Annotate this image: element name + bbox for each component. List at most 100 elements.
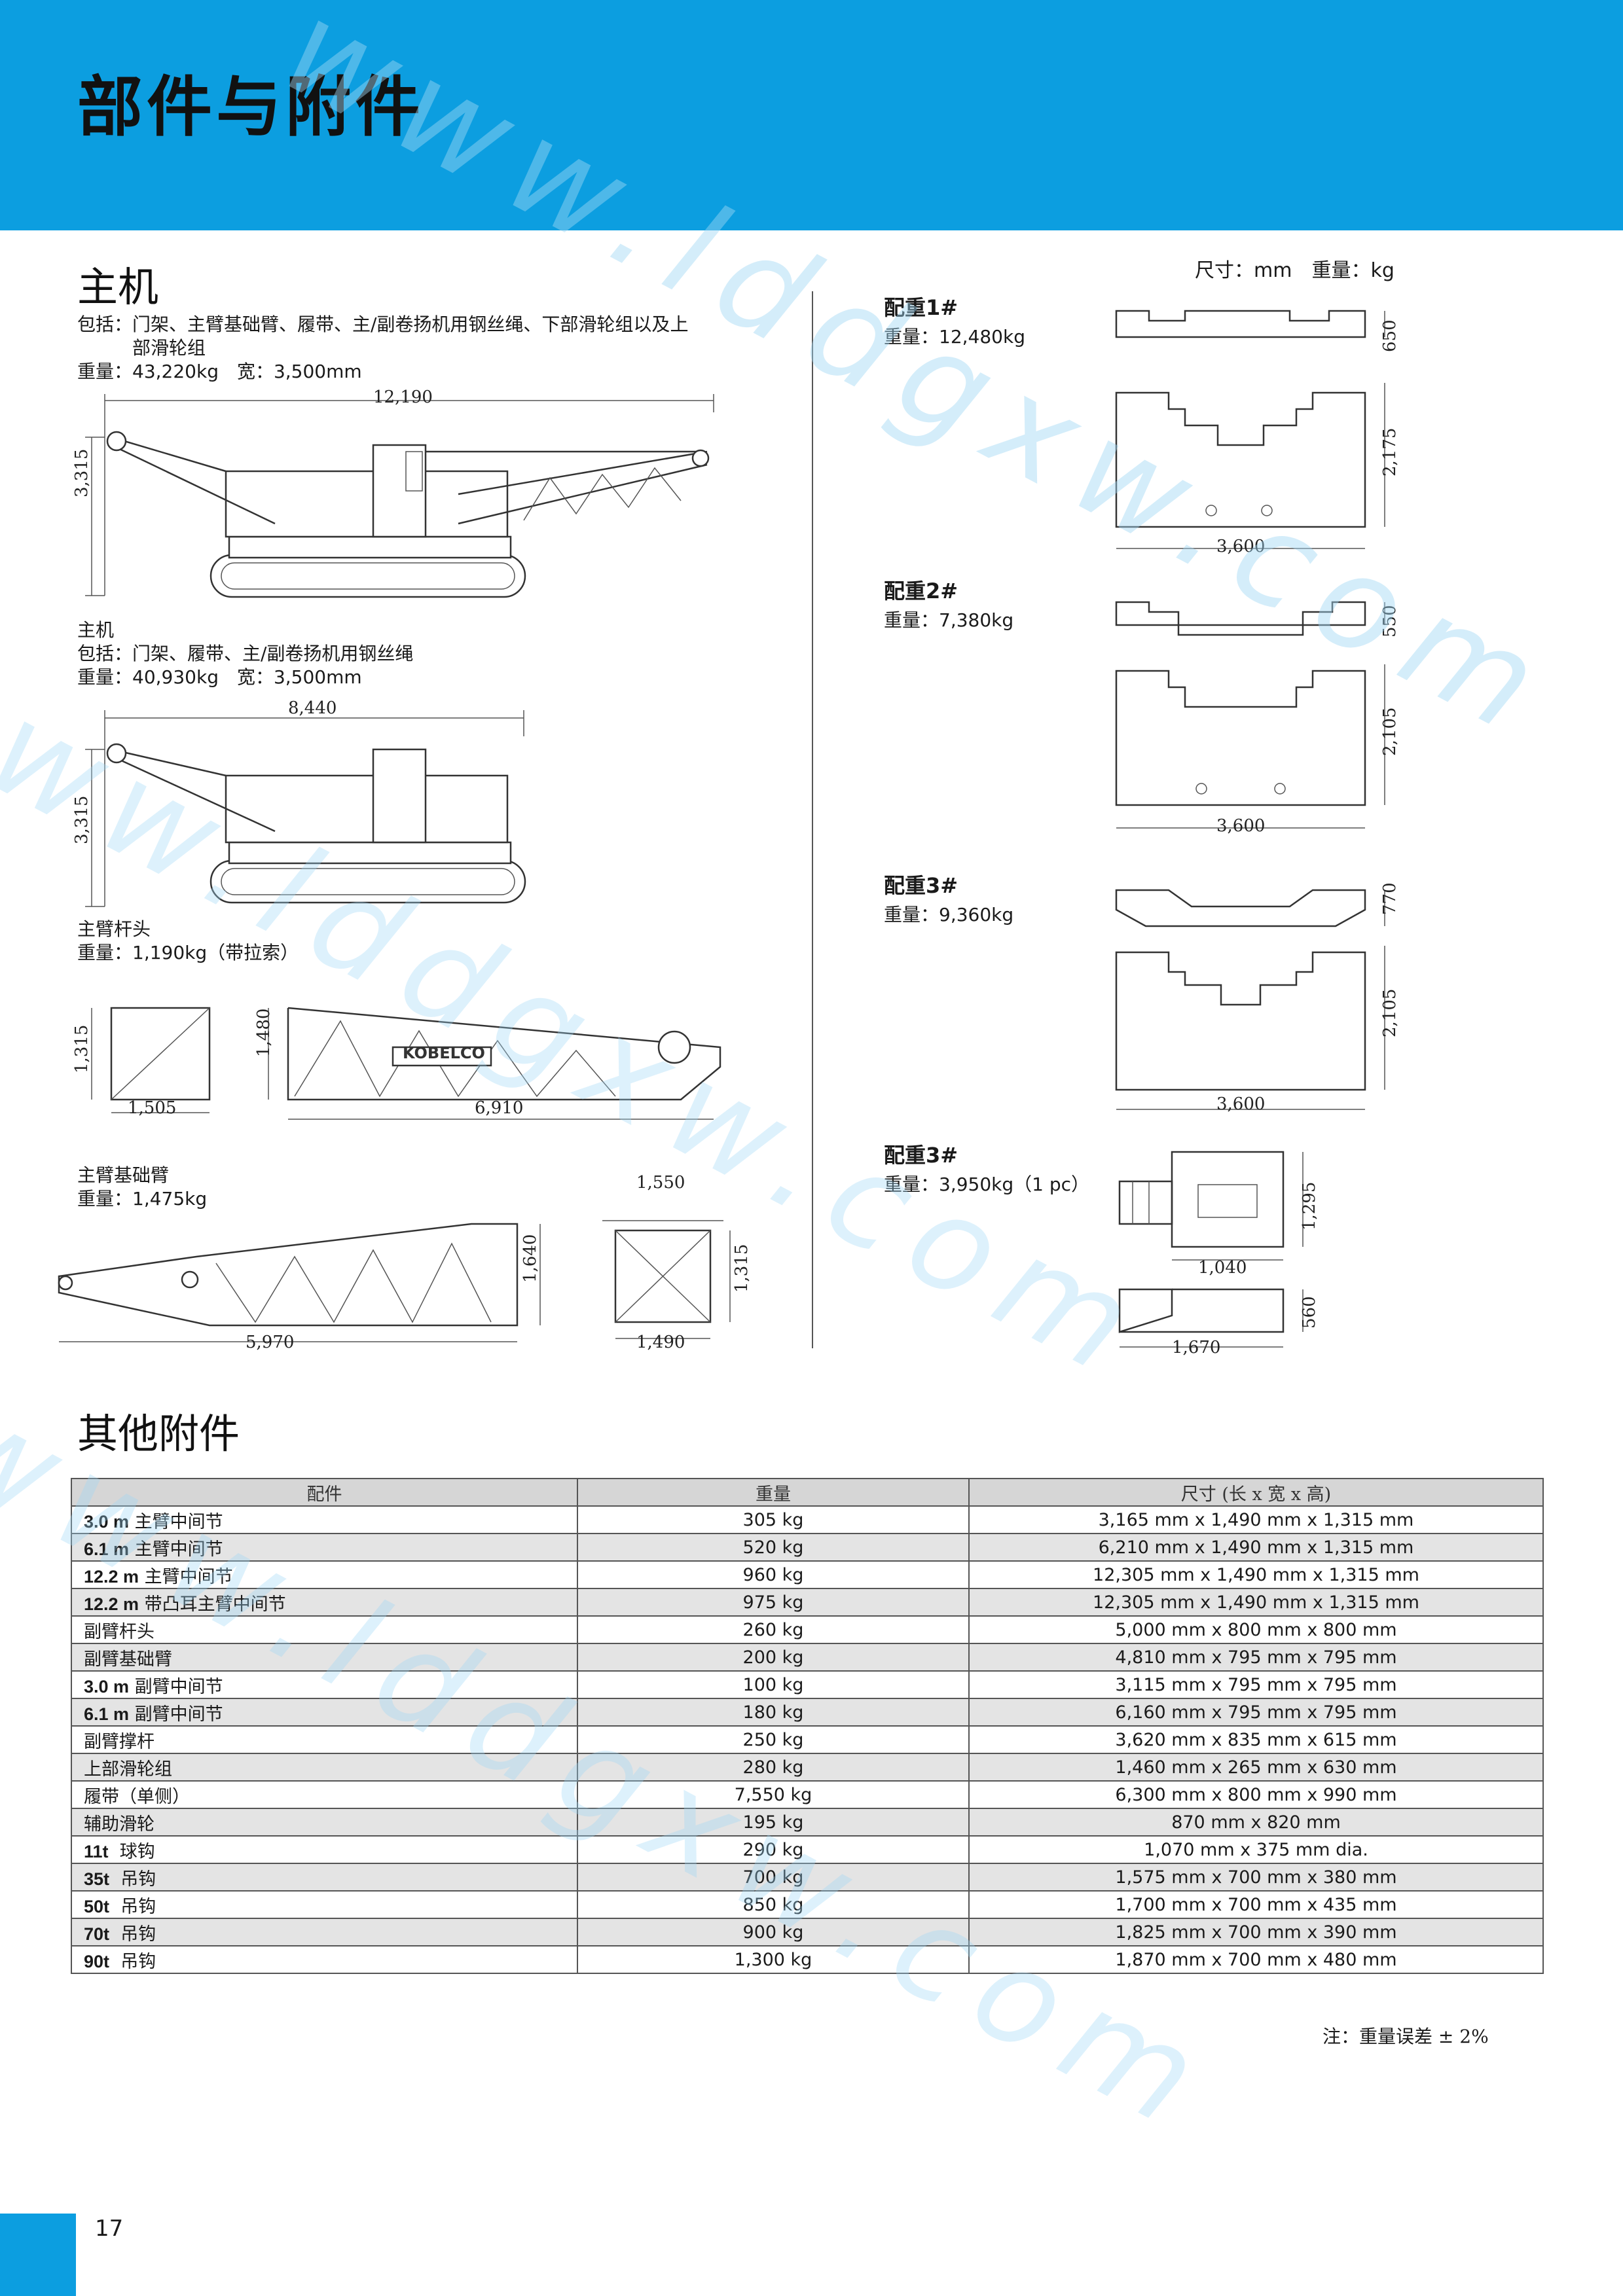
cell-part-name: 吊钩 xyxy=(109,1924,156,1945)
cw3-drawing xyxy=(1115,889,1385,1110)
cw2-dim-top-h: 550 xyxy=(1380,605,1400,637)
cell-size: 1,870 mm x 700 mm x 480 mm xyxy=(968,1945,1544,1974)
boom-base-dim-top-w: 1,550 xyxy=(636,1173,685,1193)
cell-part: 6.1 m 主臂中间节 xyxy=(71,1533,578,1562)
cw1-dim-w: 3,600 xyxy=(1216,537,1266,556)
page-title: 部件与附件 xyxy=(77,69,424,145)
cell-weight: 290 kg xyxy=(577,1835,970,1864)
cell-part-name: 主臂中间节 xyxy=(129,1539,223,1560)
cell-weight: 850 kg xyxy=(577,1890,970,1919)
cell-part-prefix: 6.1 m xyxy=(84,1704,130,1724)
cw2-dim-w: 3,600 xyxy=(1216,816,1266,836)
cell-weight: 180 kg xyxy=(577,1698,970,1727)
cell-part-name: 带凸耳主臂中间节 xyxy=(139,1594,286,1615)
cell-part-name: 吊钩 xyxy=(109,1869,156,1890)
cell-weight: 280 kg xyxy=(577,1753,970,1782)
cell-part-name: 主臂中间节 xyxy=(129,1511,223,1532)
main-unit-b-includes: 包括：门架、履带、主/副卷扬机用钢丝绳 xyxy=(77,643,414,664)
cell-part-name: 副臂基础臂 xyxy=(84,1649,172,1670)
cell-weight: 260 kg xyxy=(577,1615,970,1644)
cell-part: 35t 吊钩 xyxy=(71,1863,578,1892)
cw2-weight: 重量：7,380kg xyxy=(884,609,1014,631)
cell-part: 履带（单侧） xyxy=(71,1780,578,1809)
cell-size: 3,165 mm x 1,490 mm x 1,315 mm xyxy=(968,1505,1544,1534)
kobelco-logo: KOBELCO xyxy=(403,1044,485,1062)
main-unit-b-weight: 重量：40,930kg 宽：3,500mm xyxy=(77,666,362,688)
cell-part-prefix: 11t xyxy=(84,1841,109,1861)
cell-part-name: 副臂杆头 xyxy=(84,1621,155,1642)
cell-size: 1,575 mm x 700 mm x 380 mm xyxy=(968,1863,1544,1892)
cell-size: 3,115 mm x 795 mm x 795 mm xyxy=(968,1670,1544,1699)
cell-part-prefix: 90t xyxy=(84,1951,110,1971)
cell-part: 副臂基础臂 xyxy=(71,1643,578,1672)
cell-size: 1,070 mm x 375 mm dia. xyxy=(968,1835,1544,1864)
cw1-dim-main-h: 2,175 xyxy=(1380,427,1400,476)
cell-size: 4,810 mm x 795 mm x 795 mm xyxy=(968,1643,1544,1672)
boom-base-dim-bottom-w: 1,490 xyxy=(636,1333,685,1352)
cw4-dim-bottom-h: 560 xyxy=(1300,1296,1319,1329)
cell-size: 12,305 mm x 1,490 mm x 1,315 mm xyxy=(968,1560,1544,1589)
main-unit-a-weight: 重量：43,220kg 宽：3,500mm xyxy=(77,361,362,382)
boom-base-dim-length: 5,970 xyxy=(246,1333,295,1352)
header-band xyxy=(0,0,1623,230)
crane-a-dim-height: 3,315 xyxy=(72,448,92,497)
cell-size: 1,460 mm x 265 mm x 630 mm xyxy=(968,1753,1544,1782)
main-unit-a-includes: 包括：门架、主臂基础臂、履带、主/副卷扬机用钢丝绳、下部滑轮组以及上 xyxy=(77,314,689,335)
crane-a-drawing xyxy=(85,394,714,598)
cw4-dim-top-w: 1,040 xyxy=(1198,1258,1247,1278)
section-title-main-unit: 主机 xyxy=(77,263,159,311)
cw4-title: 配重3# xyxy=(884,1143,958,1168)
cw4-dim-top-h: 1,295 xyxy=(1300,1181,1319,1230)
cell-part-name: 主臂中间节 xyxy=(139,1566,233,1587)
cw1-dim-top-h: 650 xyxy=(1380,319,1400,352)
cell-part-prefix: 3.0 m xyxy=(84,1676,130,1696)
cw3-weight: 重量：9,360kg xyxy=(884,904,1014,925)
cell-part-prefix: 12.2 m xyxy=(84,1566,139,1587)
cell-part-name: 吊钩 xyxy=(109,1896,156,1917)
cell-part-prefix: 3.0 m xyxy=(84,1511,130,1532)
page-number: 17 xyxy=(95,2215,124,2242)
cw4-drawing xyxy=(1118,1151,1304,1348)
main-unit-b-title: 主机 xyxy=(77,619,115,641)
cw3-dim-main-h: 2,105 xyxy=(1380,988,1400,1037)
cw2-drawing xyxy=(1115,601,1385,829)
cell-weight: 975 kg xyxy=(577,1588,970,1617)
cw2-dim-main-h: 2,105 xyxy=(1380,707,1400,756)
cell-weight: 900 kg xyxy=(577,1918,970,1946)
cell-size: 12,305 mm x 1,490 mm x 1,315 mm xyxy=(968,1588,1544,1617)
cell-part: 上部滑轮组 xyxy=(71,1753,578,1782)
col-header-part: 配件 xyxy=(71,1478,578,1507)
cw1-weight: 重量：12,480kg xyxy=(884,326,1025,348)
cell-part-name: 辅助滑轮 xyxy=(84,1814,155,1835)
cell-weight: 1,300 kg xyxy=(577,1945,970,1974)
boom-base-title: 主臂基础臂 xyxy=(77,1164,170,1186)
cell-part-prefix: 50t xyxy=(84,1896,110,1916)
cell-weight: 700 kg xyxy=(577,1863,970,1892)
cell-size: 6,160 mm x 795 mm x 795 mm xyxy=(968,1698,1544,1727)
cell-size: 1,825 mm x 700 mm x 390 mm xyxy=(968,1918,1544,1946)
cell-part: 6.1 m 副臂中间节 xyxy=(71,1698,578,1727)
footer-tab xyxy=(0,2214,76,2296)
boom-base-drawing xyxy=(58,1220,731,1342)
cell-part: 3.0 m 主臂中间节 xyxy=(71,1505,578,1534)
cell-weight: 100 kg xyxy=(577,1670,970,1699)
boom-tip-dim-length: 6,910 xyxy=(475,1098,524,1118)
cell-part: 70t 吊钩 xyxy=(71,1918,578,1946)
col-header-size: 尺寸 (长 x 宽 x 高) xyxy=(968,1478,1544,1507)
column-divider xyxy=(812,291,813,1348)
boom-tip-dim-section-w: 1,505 xyxy=(128,1098,177,1118)
boom-tip-drawing xyxy=(91,1007,721,1120)
